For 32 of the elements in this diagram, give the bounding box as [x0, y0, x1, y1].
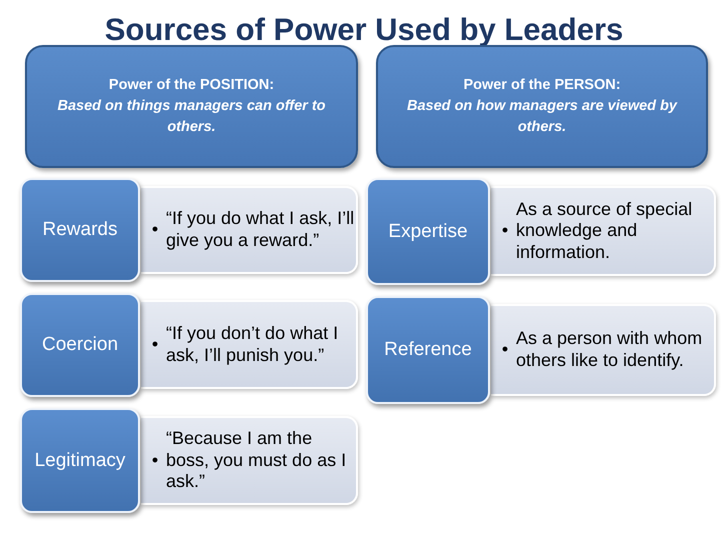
bullet-marker: • [150, 334, 160, 356]
bullet-marker: • [150, 219, 160, 241]
bullet-text: “If you do what I ask, I’ll give you a reward.” [166, 208, 356, 252]
description-box [491, 304, 716, 396]
category-header-box [25, 45, 358, 168]
power-type-label: Expertise [388, 220, 468, 242]
description-box [491, 186, 716, 276]
bullet-marker: • [150, 450, 160, 472]
power-type-box [20, 293, 140, 397]
power-type-label: Coercion [42, 334, 118, 356]
description-box [141, 416, 358, 505]
bullet-marker: • [500, 220, 510, 242]
description-box [141, 186, 358, 274]
title: Sources of Power Used by Leaders [104, 12, 624, 48]
header-title: Power of the POSITION: [108, 76, 276, 95]
bullet-marker: • [500, 339, 510, 361]
description-box [141, 300, 358, 389]
header-subtitle: Based on things managers can offer to others. [56, 96, 327, 137]
power-type-box [366, 296, 490, 404]
header-title: Power of the PERSON: [462, 76, 622, 95]
bullet-text: As a source of special knowledge and information. [516, 198, 694, 264]
bullet-text: As a person with whom others like to identify. [516, 328, 704, 372]
power-type-label: Rewards [42, 219, 118, 241]
header-subtitle: Based on how managers are viewed by others. [406, 96, 678, 137]
category-header-box [376, 45, 708, 168]
bullet-text: “If you don’t do what I ask, I’ll punish you.” [166, 322, 340, 366]
power-type-label: Legitimacy [34, 450, 126, 472]
power-type-box [20, 178, 140, 282]
power-type-box [366, 178, 490, 285]
power-type-box [20, 408, 140, 513]
power-type-label: Reference [384, 339, 472, 361]
bullet-text: “Because I am the boss, you must do as I ask.” [166, 428, 348, 493]
